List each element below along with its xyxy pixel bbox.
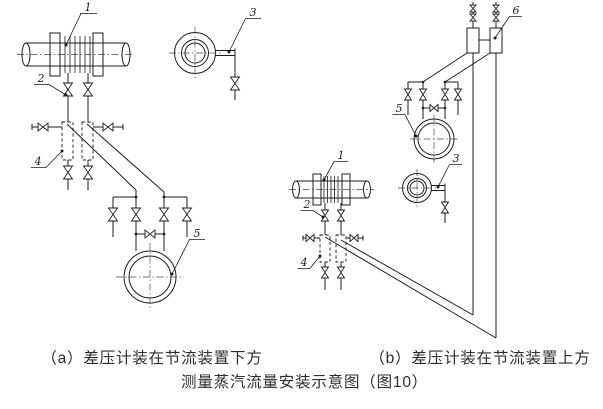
- label-a4: 4: [34, 155, 42, 168]
- label-a3: 3: [250, 6, 257, 19]
- main-caption: 测量蒸汽流量安装示意图（图10）: [181, 374, 429, 391]
- valve-symbol: [37, 122, 49, 132]
- caption-figure-a: （a）差压计装在节流装置下方: [41, 350, 263, 367]
- label-b6: 6: [513, 4, 520, 17]
- pipe-cross-section-b: [398, 169, 450, 223]
- valve-symbol: [82, 82, 94, 97]
- valve-symbol: [82, 165, 94, 180]
- top-vessels-b: [422, 2, 503, 83]
- label-a2: 2: [37, 72, 45, 85]
- label-b1: 1: [338, 149, 345, 162]
- callouts-a: 1 2 3 4 5: [31, 1, 261, 276]
- valve-symbol: [349, 233, 359, 243]
- dp-gauge-b: [410, 115, 458, 163]
- valve-symbol: [62, 82, 74, 97]
- valve-symbol: [102, 122, 114, 132]
- valve-symbol: [305, 233, 315, 243]
- valve-symbol: [181, 207, 193, 222]
- dp-gauge-a: [116, 243, 184, 311]
- orifice-assembly-a: [17, 32, 134, 77]
- valve-symbol: [158, 207, 170, 222]
- figure-b: 1 2 3 4 5 6: [289, 2, 522, 339]
- label-b4: 4: [300, 256, 308, 269]
- label-b2: 2: [303, 198, 311, 211]
- valve-symbol: [62, 165, 74, 180]
- valve-symbol: [320, 209, 330, 222]
- equalizing-valve-symbol: [144, 229, 156, 239]
- label-a1: 1: [85, 1, 92, 14]
- tap-lines-b: [320, 203, 346, 235]
- gauge-manifold-b: [403, 80, 463, 119]
- valve-symbol: [107, 207, 119, 222]
- valve-symbol: [418, 88, 428, 101]
- figure-a: 1 2 3 4 5: [17, 1, 261, 311]
- condensate-pots-a: [31, 121, 124, 190]
- gauge-manifold-a: [107, 190, 193, 251]
- valve-symbol: [453, 88, 463, 101]
- valve-symbol: [469, 13, 477, 22]
- orifice-assembly-b: [289, 173, 374, 206]
- label-b5: 5: [396, 102, 403, 115]
- impulse-run-b: [324, 53, 497, 339]
- valve-symbol: [469, 4, 477, 13]
- label-a5: 5: [194, 227, 201, 240]
- valve-symbol: [440, 201, 450, 214]
- callouts-b: 1 2 3 4 5 6: [297, 4, 522, 269]
- valve-symbol: [336, 209, 346, 222]
- valve-symbol: [229, 76, 241, 91]
- equalizing-valve-symbol: [429, 103, 439, 113]
- valve-symbol: [492, 13, 500, 22]
- pipe-cross-section-a: [169, 27, 241, 100]
- valve-symbol: [336, 266, 346, 279]
- valve-symbol: [320, 266, 330, 279]
- impulse-diagonals-a: [66, 123, 165, 193]
- condensate-pots-b: [302, 233, 364, 290]
- tap-lines-a: [62, 73, 94, 122]
- label-b3: 3: [453, 152, 460, 165]
- valve-symbol: [492, 4, 500, 13]
- valve-symbol: [403, 88, 413, 101]
- valve-symbol: [130, 207, 142, 222]
- valve-symbol: [440, 88, 450, 101]
- caption-figure-b: （b）差压计装在节流装置上方: [369, 350, 591, 367]
